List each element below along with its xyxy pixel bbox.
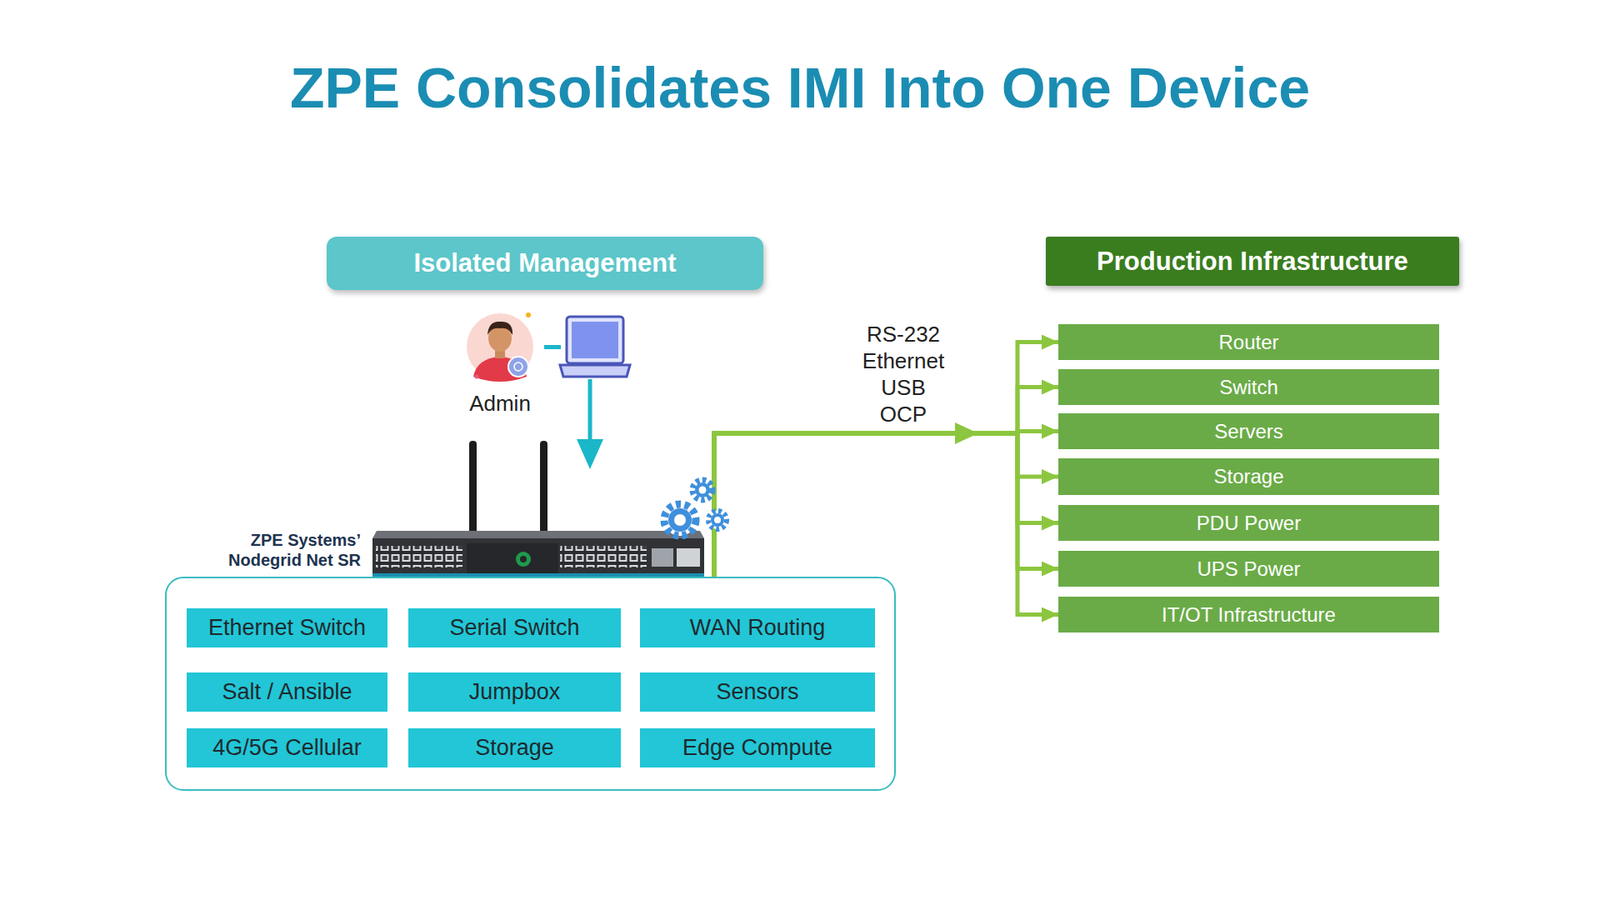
box-text: Switch — [1219, 375, 1279, 400]
infrastructure-box: Switch — [1058, 369, 1440, 405]
connector-arrow — [714, 433, 1059, 577]
antennas — [469, 440, 548, 538]
function-box: WAN Routing — [640, 608, 875, 648]
admin-icon — [466, 312, 534, 382]
connector-arrow — [714, 433, 1059, 615]
function-box: Ethernet Switch — [186, 608, 388, 648]
function-box: 4G/5G Cellular — [186, 728, 388, 768]
box-text: Jumpbox — [469, 679, 561, 705]
box-text: Storage — [1213, 465, 1284, 489]
box-text: Isolated Management — [413, 248, 676, 279]
box-text: Edge Compute — [682, 735, 833, 761]
box-text: UPS Power — [1196, 557, 1300, 581]
section-header: Production Infrastructure — [1045, 236, 1460, 286]
box-text: 4G/5G Cellular — [212, 735, 362, 761]
box-text: PDU Power — [1196, 511, 1301, 535]
infrastructure-box: Router — [1058, 324, 1440, 360]
connector-arrow — [714, 433, 1059, 577]
infrastructure-box: Servers — [1058, 413, 1440, 450]
function-box: Storage — [408, 728, 621, 768]
infrastructure-box: PDU Power — [1058, 505, 1440, 541]
box-text: Serial Switch — [449, 615, 580, 641]
admin-access-arrow — [576, 379, 604, 470]
laptop-icon — [560, 316, 630, 377]
function-box: Sensors — [640, 672, 875, 712]
box-text: Router — [1218, 330, 1279, 355]
connector-arrow — [714, 431, 1059, 578]
trunk-arrowhead — [955, 422, 979, 445]
infrastructure-box: IT/OT Infrastructure — [1058, 596, 1440, 633]
device-name: ZPE Systems’ Nodegrid Net SR — [202, 530, 361, 570]
function-box: Jumpbox — [408, 672, 621, 712]
box-text: Production Infrastructure — [1096, 246, 1409, 277]
device-container: ZPE Systems’ Nodegrid Net SREthernet Swi… — [165, 576, 896, 791]
infrastructure-box: Storage — [1058, 458, 1440, 495]
box-text: Salt / Ansible — [221, 679, 352, 705]
edge-label: RS-232 Ethernet USB OCP — [858, 320, 949, 428]
function-box: Serial Switch — [408, 608, 621, 648]
nodegrid-device — [372, 530, 705, 577]
box-text: Servers — [1214, 420, 1284, 444]
infrastructure-box: UPS Power — [1058, 550, 1440, 587]
icon-label: Admin — [450, 390, 550, 417]
gears-icon — [664, 480, 727, 536]
box-text: Storage — [475, 735, 555, 761]
box-text: IT/OT Infrastructure — [1161, 603, 1336, 627]
function-box: Salt / Ansible — [186, 672, 388, 712]
section-header: Isolated Management — [326, 236, 764, 290]
link-dash — [544, 345, 561, 350]
diagram-title: ZPE Consolidates IMI Into One Device — [0, 55, 1600, 120]
box-text: Ethernet Switch — [208, 615, 366, 641]
box-text: Sensors — [715, 679, 799, 705]
box-text: WAN Routing — [690, 615, 826, 641]
function-box: Edge Compute — [640, 728, 875, 768]
connector-arrow — [714, 433, 1059, 577]
